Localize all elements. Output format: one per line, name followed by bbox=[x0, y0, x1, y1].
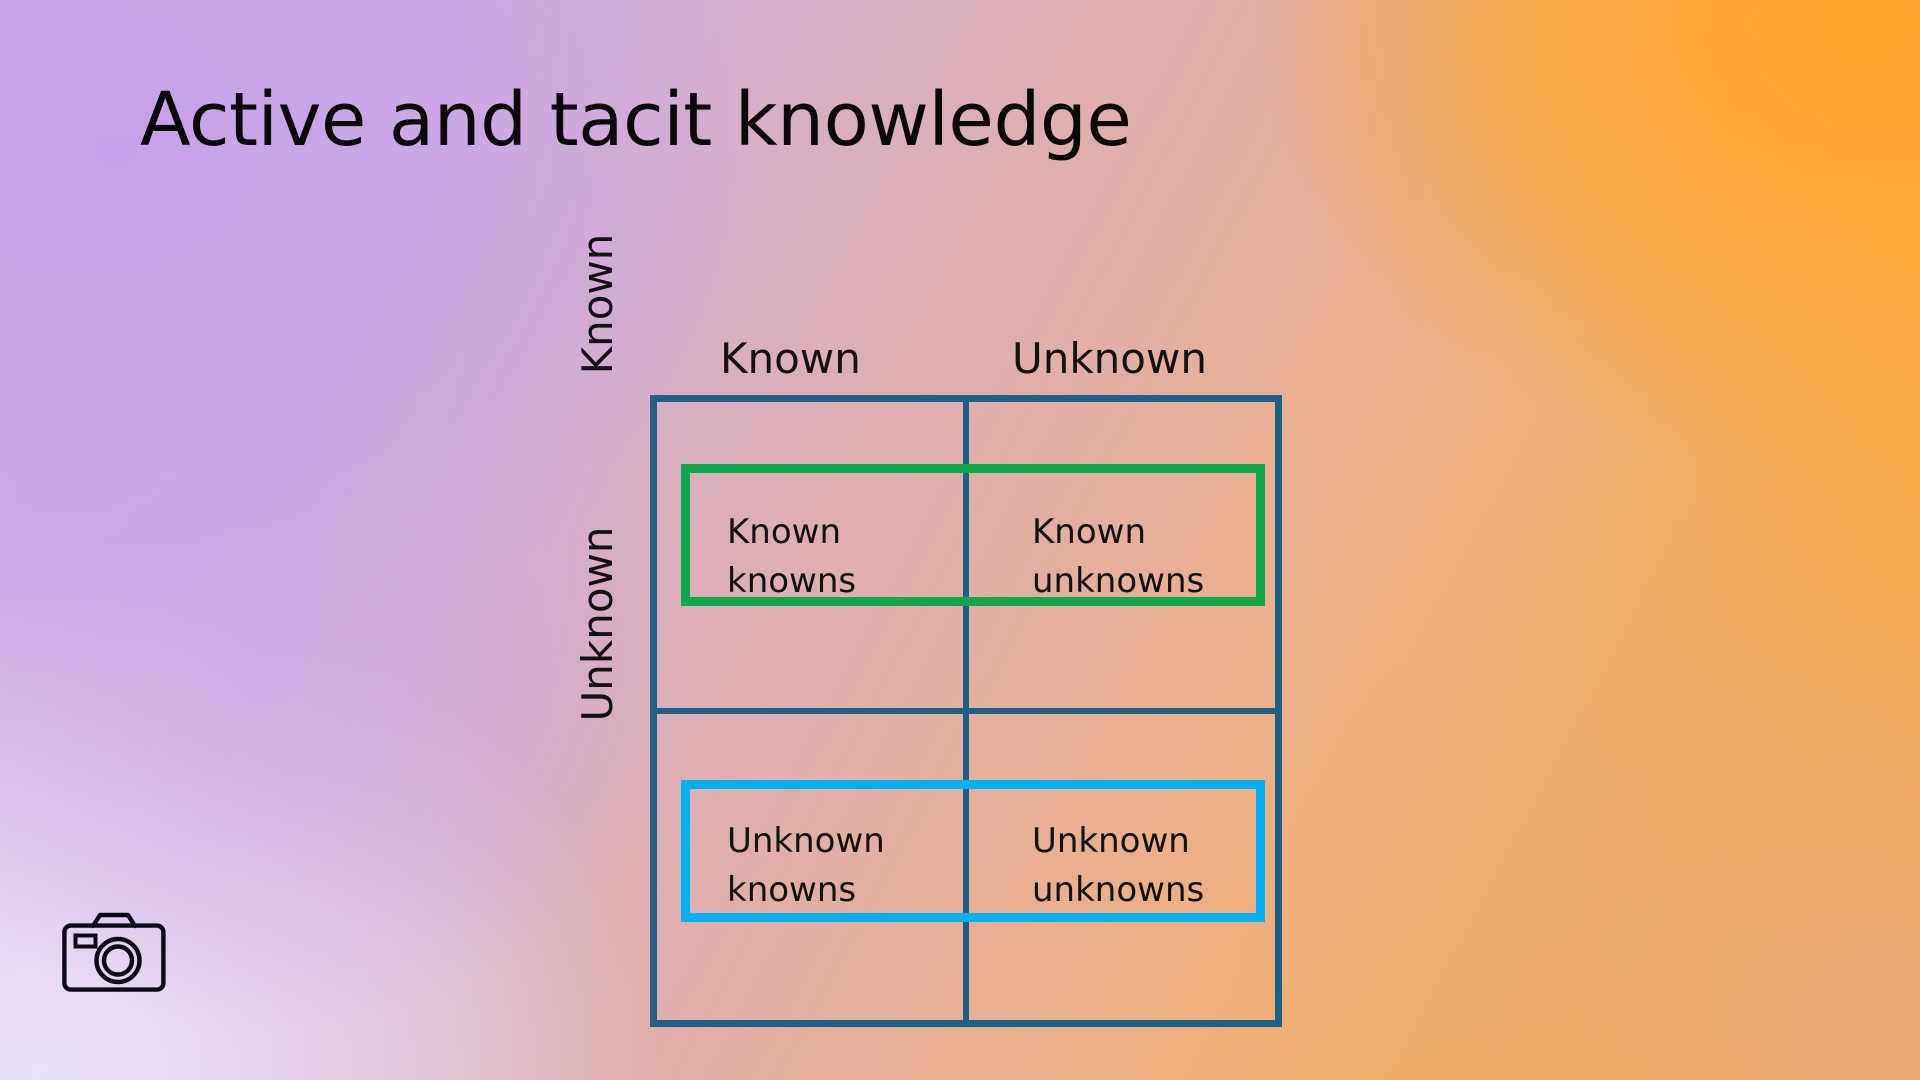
matrix-row-header-unknown-label: Unknown bbox=[573, 526, 622, 722]
matrix-outer-border: Known knowns Known unknowns Unknown know… bbox=[650, 395, 1282, 1027]
matrix-cell-known-knowns[interactable]: Known knowns bbox=[657, 402, 966, 711]
camera-icon bbox=[62, 912, 166, 996]
matrix-cell-known-unknowns[interactable]: Known unknowns bbox=[966, 402, 1275, 711]
matrix-cell-unknown-unknowns[interactable]: Unknown unknowns bbox=[966, 711, 1275, 1020]
matrix-cell-known-knowns-label: Known knowns bbox=[727, 512, 857, 601]
matrix-cell-unknown-knowns[interactable]: Unknown knowns bbox=[657, 711, 966, 1020]
matrix-column-header-unknown: Unknown bbox=[1012, 334, 1207, 383]
matrix-row-header-known: Known bbox=[573, 159, 622, 449]
knowledge-matrix: Known knowns Known unknowns Unknown know… bbox=[650, 395, 1282, 1027]
matrix-row-header-unknown: Unknown bbox=[573, 479, 622, 769]
matrix-horizontal-divider bbox=[657, 708, 1275, 714]
matrix-row-header-known-label: Known bbox=[573, 233, 622, 375]
matrix-cell-unknown-knowns-label: Unknown knowns bbox=[727, 821, 885, 910]
page-title: Active and tacit knowledge bbox=[140, 77, 1132, 163]
matrix-cell-unknown-unknowns-label: Unknown unknowns bbox=[1032, 821, 1205, 910]
matrix-cell-known-unknowns-label: Known unknowns bbox=[1032, 512, 1205, 601]
matrix-column-header-known: Known bbox=[720, 334, 861, 383]
